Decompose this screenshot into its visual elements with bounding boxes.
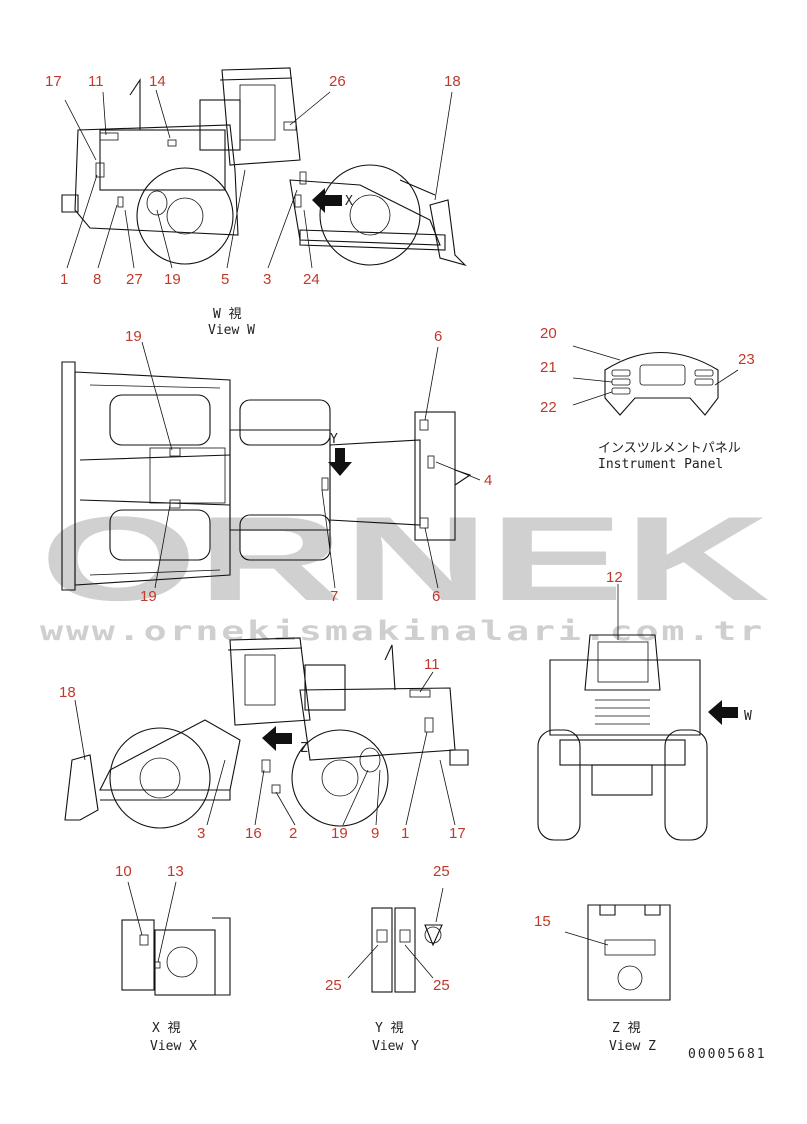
- caption-view-x-en: View X: [150, 1039, 197, 1054]
- view-letter-x-top: X: [345, 194, 353, 209]
- caption-view-w-jp: W 視: [213, 307, 242, 322]
- side-view-top: X 17 11 14 26 18 1 8 27 19 5 3 24 W 視 Vi…: [45, 67, 467, 338]
- callout-22: 22: [540, 399, 557, 416]
- view-x: 10 13 X 視 View X: [115, 863, 231, 1054]
- callout-2: 2: [289, 825, 297, 842]
- callout-13: 13: [167, 863, 184, 880]
- front-view: 12 W: [537, 569, 752, 841]
- view-z: 15 Z 視 View Z: [534, 904, 671, 1054]
- callout-25-b: 25: [325, 977, 342, 994]
- view-letter-y: Y: [330, 432, 338, 447]
- callout-25-c: 25: [433, 977, 450, 994]
- caption-view-w-en: View W: [208, 323, 255, 338]
- caption-view-z-jp: Z 視: [612, 1021, 641, 1036]
- view-letter-z: Z: [300, 741, 308, 756]
- callout-23: 23: [738, 351, 755, 368]
- callout-14: 14: [149, 73, 166, 90]
- callout-21: 21: [540, 359, 557, 376]
- callout-8: 8: [93, 271, 101, 288]
- callout-24: 24: [303, 271, 320, 288]
- callout-19-plan-bot: 19: [140, 588, 157, 605]
- callout-11-bottom: 11: [424, 656, 440, 673]
- callout-1: 1: [60, 271, 68, 288]
- callout-17-bottom: 17: [449, 825, 466, 842]
- caption-view-x-jp: X 視: [152, 1021, 181, 1036]
- callout-15: 15: [534, 913, 551, 930]
- callout-19: 19: [164, 271, 181, 288]
- side-view-bottom: Z 11 18 3 16 2 19 9 1 17: [59, 637, 469, 842]
- callout-5: 5: [221, 271, 229, 288]
- view-arrow-w: [708, 700, 738, 725]
- callout-19-bottom: 19: [331, 825, 348, 842]
- callout-12: 12: [606, 569, 623, 586]
- plan-view: Y 19 6 4 19 7 6: [61, 328, 492, 605]
- view-arrow-x: [312, 188, 342, 213]
- callout-18-bottom: 18: [59, 684, 76, 701]
- callout-4: 4: [484, 472, 492, 489]
- watermark-brand: ORNEK: [40, 492, 770, 626]
- callout-6-plan-top: 6: [434, 328, 442, 345]
- caption-view-y-jp: Y 視: [375, 1021, 404, 1036]
- callout-3-bottom: 3: [197, 825, 205, 842]
- instrument-panel-view: 20 21 22 23 インスツルメントパネル Instrument Panel: [540, 325, 755, 472]
- callout-6-plan-bot: 6: [432, 588, 440, 605]
- view-y: 25 25 25 Y 視 View Y: [325, 863, 450, 1054]
- view-arrow-y: [328, 448, 352, 476]
- callout-18: 18: [444, 73, 461, 90]
- callout-19-plan-top: 19: [125, 328, 142, 345]
- callout-9: 9: [371, 825, 379, 842]
- callout-11: 11: [88, 73, 104, 90]
- callout-10: 10: [115, 863, 132, 880]
- callout-3: 3: [263, 271, 271, 288]
- callout-27: 27: [126, 271, 143, 288]
- callout-17: 17: [45, 73, 62, 90]
- view-arrow-z: [262, 726, 292, 751]
- callout-20: 20: [540, 325, 557, 342]
- drawing-number: 00005681: [688, 1047, 767, 1062]
- callout-25-a: 25: [433, 863, 450, 880]
- callout-1-bottom: 1: [401, 825, 409, 842]
- caption-instrument-panel-jp: インスツルメントパネル: [598, 441, 741, 456]
- callout-7: 7: [330, 588, 338, 605]
- caption-instrument-panel-en: Instrument Panel: [598, 457, 723, 472]
- caption-view-y-en: View Y: [372, 1039, 419, 1054]
- caption-view-z-en: View Z: [609, 1039, 656, 1054]
- callout-16: 16: [245, 825, 262, 842]
- view-letter-w: W: [744, 709, 752, 724]
- watermark-url: www.ornekismakinalari.com.tr: [40, 616, 765, 647]
- callout-26: 26: [329, 73, 346, 90]
